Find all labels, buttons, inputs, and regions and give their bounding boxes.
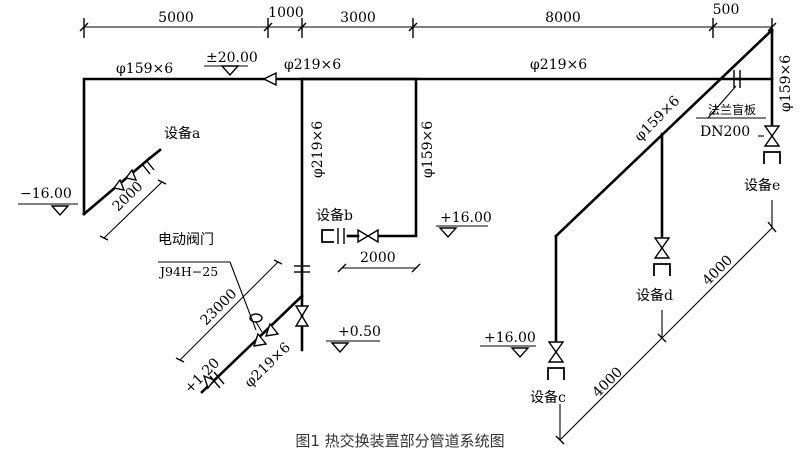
right-riser-equipment-e: φ159×6 设备e 法兰盲板 DN200 [696, 28, 794, 194]
flow-arrow-icon [262, 71, 277, 87]
lower-diagonal-pipe: φ219×6 电动阀门 J94H−25 23000 +1.20 [158, 232, 304, 397]
equipment-e-label: 设备e [744, 177, 780, 194]
pipe-label-branch-b: φ159×6 [420, 121, 436, 178]
dim-1000: 1000 [268, 5, 304, 21]
equipment-c-label: 设备c [530, 389, 566, 406]
elevation-top: ±20.00 [204, 50, 258, 77]
branch-equipment-b: φ159×6 设备b 2000 [300, 77, 436, 273]
dim-b-2000: 2000 [360, 250, 396, 266]
dim-a-2000: 2000 [110, 179, 147, 215]
elevation-b: +16.00 [436, 210, 492, 239]
figure-caption: 图1 热交换装置部分管道系统图 [295, 432, 504, 450]
dim-5000: 5000 [158, 10, 194, 26]
dim-c-4000: 4000 [590, 364, 627, 401]
top-dimension-chain: 5000 1000 3000 8000 500 [79, 2, 777, 38]
pipe-label-left-top: φ159×6 [116, 61, 173, 77]
elevation-left: −16.00 [18, 186, 78, 217]
pipe-label-vertical-main: φ219×6 [310, 121, 326, 178]
dim-3000: 3000 [340, 10, 376, 26]
dim-8000: 8000 [545, 10, 581, 26]
valve-model: J94H−25 [158, 264, 218, 279]
elevation-c: +16.00 [480, 330, 536, 359]
elevation-mid: +0.50 [326, 324, 381, 354]
equipment-b-label: 设备b [316, 207, 353, 224]
diagonal-dimension-chain: 4000 4000 [555, 200, 777, 445]
pipe-label-right-riser: φ159×6 [778, 55, 794, 112]
elevation-b-label: +16.00 [440, 210, 492, 226]
pipe-label-diag-d: φ159×6 [632, 93, 684, 145]
elevation-mid-label: +0.50 [338, 324, 381, 340]
dim-d-4000: 4000 [700, 252, 737, 289]
blind-flange-note: 法兰盲板 [708, 102, 756, 117]
main-header-pipe: φ159×6 φ219×6 φ219×6 [82, 57, 774, 216]
branch-equipment-a: 设备a 2000 [82, 125, 200, 241]
dim-valve-23000: 23000 [198, 286, 241, 329]
equipment-d-label: 设备d [636, 287, 673, 304]
elevation-top-label: ±20.00 [206, 50, 258, 66]
elevation-left-label: −16.00 [20, 186, 72, 202]
blind-flange-size: DN200 [700, 124, 750, 140]
valve-title: 电动阀门 [158, 232, 214, 248]
equipment-a-label: 设备a [164, 125, 200, 142]
vertical-main-pipe: φ219×6 [294, 77, 326, 352]
dim-500: 500 [713, 2, 740, 18]
pipe-label-main-right: φ219×6 [530, 57, 587, 73]
elevation-c-label: +16.00 [484, 330, 536, 346]
pipe-label-main-left: φ219×6 [284, 57, 341, 73]
